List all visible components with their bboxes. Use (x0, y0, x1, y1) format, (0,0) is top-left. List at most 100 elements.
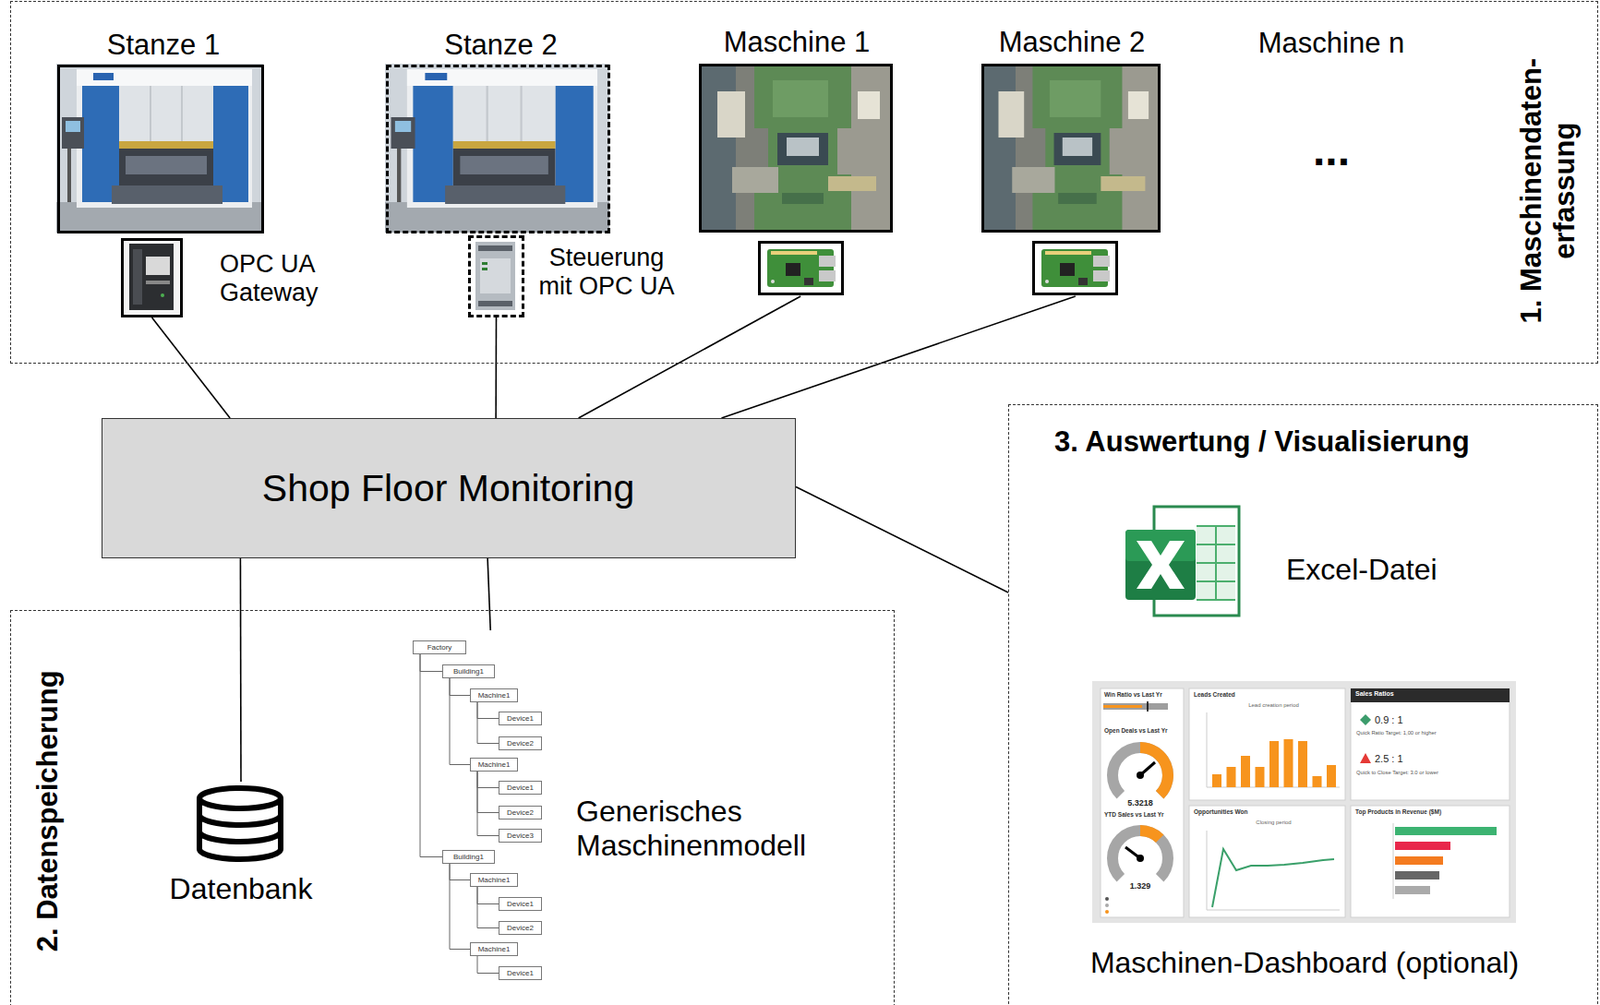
tree-box: Device2 (498, 806, 542, 820)
text-label: Win Ratio vs Last Yr (1104, 691, 1163, 698)
excel-icon (1196, 526, 1236, 601)
tree-box: Device2 (498, 921, 542, 936)
database-icon (199, 831, 281, 843)
tree-box: Device1 (498, 966, 542, 981)
tree-label: Device1 (499, 969, 542, 978)
node-label: Datenbank (148, 872, 334, 907)
gateway-device (160, 293, 165, 298)
raspberry-pi (759, 242, 843, 295)
node-label: 1. Maschinendaten- erfassung (1515, 24, 1581, 357)
connector (795, 486, 1009, 592)
dashboard-image (1112, 747, 1168, 795)
tree-box: Device1 (498, 781, 542, 795)
dashboard-image (1206, 712, 1208, 788)
dashboard-image (1100, 688, 1184, 918)
plc-device (481, 262, 488, 265)
node-label: Maschinen-Dashboard (optional) (1046, 946, 1564, 981)
tree-box: Building1 (442, 664, 495, 679)
opc-gateway: OPC UA Gateway (120, 238, 183, 318)
plc-device (478, 245, 513, 252)
tree-box: Machine1 (469, 942, 518, 957)
connector (477, 887, 499, 929)
tree-box: Device1 (498, 897, 542, 912)
text-label: Top Products in Revenue ($M) (1355, 808, 1442, 816)
tree-label: Building1 (443, 853, 494, 862)
region-frame: 2. DatenspeicherungDatenbank Generisches … (10, 610, 895, 1005)
tree-box: Machine1 (469, 873, 518, 888)
plc-controller: Steuerung mit OPC UA (468, 235, 525, 318)
node-label: Maschine 1 (672, 25, 922, 60)
tree-box: Factory (412, 640, 467, 655)
dashboard-image (1393, 823, 1395, 900)
connector (152, 317, 231, 419)
machine-photo: Maschine 2 (982, 64, 1162, 297)
machine-model: Generisches Maschinenmodell FactoryBuildi… (407, 630, 846, 987)
dashboard-image (1284, 739, 1294, 788)
dashboard-image (1326, 765, 1336, 788)
connector (449, 678, 470, 766)
press-photo (384, 63, 610, 233)
machine-photo (698, 63, 893, 233)
tree-label: Machine1 (470, 876, 518, 885)
connector (477, 771, 499, 789)
dashboard-image (1140, 747, 1168, 795)
text-label: Quick Ratio Target: 1,00 or higher (1356, 730, 1437, 737)
tree-box: Machine1 (469, 757, 518, 772)
tree-box: Device3 (498, 829, 542, 843)
node-label: Generisches Maschinenmodell (576, 794, 844, 864)
dashboard-image (1140, 830, 1160, 840)
dashboard-image (1240, 756, 1251, 788)
tree-label: Device1 (499, 783, 542, 793)
connector (420, 654, 443, 673)
node-label: Shop Floor Monitoring (102, 467, 794, 511)
connector (420, 654, 443, 858)
connector (494, 317, 497, 419)
plc-device (475, 241, 516, 311)
text-label: 5.3218 (1112, 798, 1168, 808)
dashboard-image (1269, 741, 1279, 788)
press-photo (56, 63, 264, 233)
text-label: Maschine n (1257, 26, 1406, 61)
machine-photo: Maschine 1 (699, 64, 894, 297)
tree-box: Machine1 (469, 688, 518, 703)
monitoring-box: Shop Floor Monitoring (101, 418, 796, 559)
connector (477, 956, 499, 975)
gateway-device (145, 256, 170, 276)
dashboard-image (1395, 842, 1451, 851)
dashboard-image (1395, 871, 1440, 880)
dashboard-image (1146, 701, 1149, 712)
dashboard-image (1350, 688, 1510, 801)
tree-label: Device1 (499, 900, 542, 909)
raspberry-pi (759, 242, 843, 295)
plc-device (481, 267, 488, 271)
excel-icon (1136, 541, 1185, 590)
text-label: Quick to Close Target: 3.0 or lower (1356, 769, 1439, 777)
text-label: Closing period (1207, 819, 1340, 827)
dashboard-image (1350, 806, 1510, 918)
tree-label: Device2 (499, 924, 542, 933)
dashboard-image (1112, 830, 1168, 879)
connector (240, 558, 242, 782)
dashboard-image (1189, 688, 1346, 801)
gateway-device (122, 240, 180, 314)
tree-label: Device1 (499, 714, 542, 723)
database-icon (199, 788, 281, 809)
text-label: Opportunities Won (1193, 808, 1248, 816)
tree-box: Device1 (498, 711, 542, 726)
dashboard-image (1105, 910, 1109, 915)
machine-photo (983, 65, 1160, 232)
dashboard-image (1350, 688, 1510, 703)
plc-device (469, 237, 521, 314)
node-label: 2. Datenspeicherung (30, 670, 64, 952)
node-label: 3. Auswertung / Visualisierung (1054, 425, 1590, 459)
database-icon (199, 788, 281, 860)
connector (578, 296, 802, 419)
dashboard-image (1206, 830, 1208, 911)
machine-photo (700, 65, 892, 232)
connector (721, 296, 1076, 419)
tree-label: Factory (413, 643, 466, 652)
dashboard-image (1227, 767, 1237, 788)
dashboard-image (1298, 741, 1308, 788)
dashboard-image (1359, 753, 1372, 764)
tree-label: Device2 (499, 739, 542, 748)
